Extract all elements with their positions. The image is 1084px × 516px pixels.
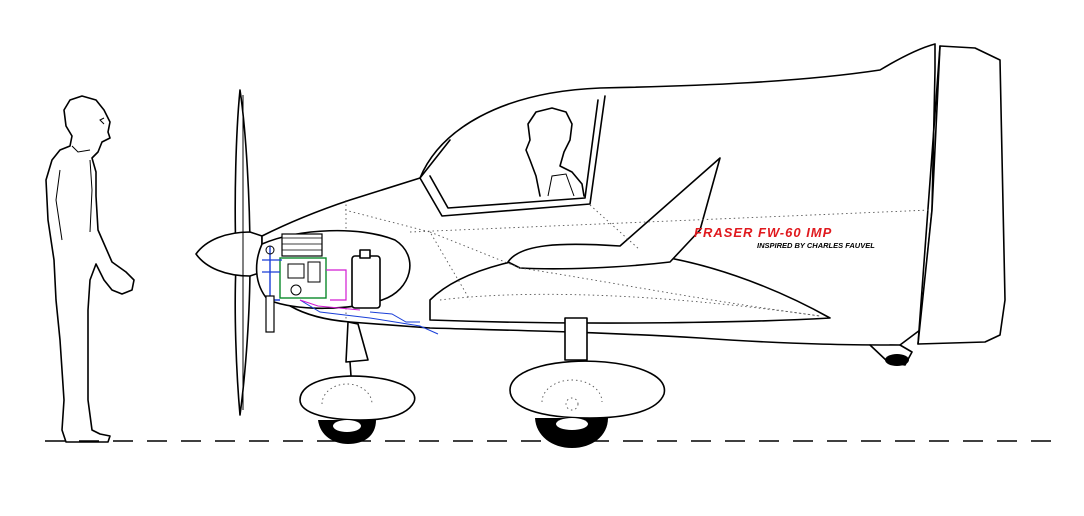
wing	[429, 157, 831, 324]
engine-assembly	[262, 233, 439, 335]
propeller	[195, 89, 263, 416]
fuselage	[261, 43, 936, 346]
fuel-tank	[351, 255, 381, 309]
aircraft-title: FRASER FW-60 IMP	[694, 225, 832, 240]
human-figure	[45, 95, 135, 443]
pilot-figure	[525, 107, 585, 197]
aircraft-subtitle: INSPIRED BY CHARLES FAUVEL	[757, 241, 875, 250]
vertical-tail	[917, 45, 1006, 345]
tail-wheel	[869, 344, 913, 366]
main-landing-gear	[299, 321, 416, 444]
wing-landing-gear	[509, 317, 666, 448]
